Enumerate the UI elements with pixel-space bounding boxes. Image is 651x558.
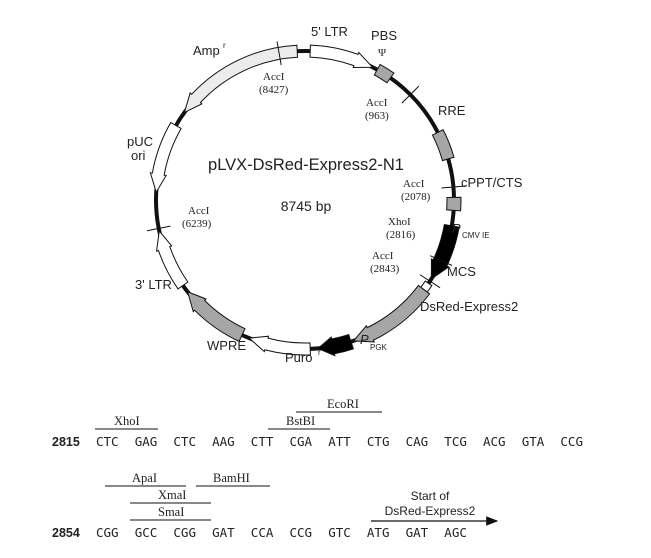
sequence-1-codon: CAG bbox=[406, 434, 429, 449]
sequence-2-codon: GAT bbox=[212, 525, 235, 540]
label-ppgk-sub: PGK bbox=[370, 343, 388, 352]
tick-acci-2843 bbox=[419, 274, 441, 289]
sequence-1-codon: ACG bbox=[483, 434, 506, 449]
tick-acci-8427 bbox=[276, 41, 282, 66]
tick-acci-963 bbox=[401, 85, 420, 104]
label-wpre: WPRE bbox=[207, 338, 246, 353]
sequence-2-codon: GAT bbox=[406, 525, 429, 540]
label-amp-sup: r bbox=[223, 41, 226, 50]
sequence-2-codon: CGG bbox=[96, 525, 119, 540]
sequence-1-codon: CTC bbox=[96, 434, 119, 449]
site-acci-8427-name: AccI bbox=[263, 71, 285, 83]
box-rre bbox=[431, 128, 455, 162]
tick-acci-2078 bbox=[441, 185, 466, 189]
sequence-1-codon: CTC bbox=[173, 434, 196, 449]
label-pcmv-sub: CMV IE bbox=[462, 231, 490, 240]
sequence-1-codon: CTG bbox=[367, 434, 390, 449]
box-pbs-psi bbox=[373, 63, 395, 84]
arrow-5ltr bbox=[309, 44, 374, 69]
arrow-puro bbox=[248, 335, 311, 356]
sequence-2-codon: CCA bbox=[251, 525, 274, 540]
site-ticks bbox=[146, 41, 466, 289]
tick-xhoi-2816 bbox=[429, 255, 453, 266]
sequence-2-codon: ATG bbox=[367, 525, 390, 540]
sequence-2-codon: CCG bbox=[290, 525, 313, 540]
label-puro-sup: r bbox=[318, 348, 321, 357]
site-acci-2078-pos: (2078) bbox=[401, 191, 431, 203]
sequence-line-1: EcoRI XhoI BstBI 2815 CTC GAG CTC AAG CTT CGA… bbox=[52, 397, 583, 449]
label-ppgk: P bbox=[360, 332, 369, 347]
label-puc-1: pUC bbox=[127, 134, 153, 149]
enzyme-bstbi: BstBI bbox=[286, 414, 315, 428]
arrow-puc bbox=[149, 121, 182, 194]
label-cppt: cPPT/CTS bbox=[461, 175, 523, 190]
enzyme-ecori: EcoRI bbox=[327, 397, 359, 411]
arrow-3ltr bbox=[155, 229, 189, 290]
feature-arrows bbox=[149, 44, 462, 357]
enzyme-bamhi: BamHI bbox=[213, 471, 250, 485]
start-label-2: DsRed-Express2 bbox=[385, 504, 476, 518]
label-puro: Puro bbox=[285, 350, 312, 365]
arrow-amp bbox=[183, 44, 299, 114]
site-acci-8427-pos: (8427) bbox=[259, 84, 289, 96]
sequence-2-codon: GTC bbox=[328, 525, 351, 540]
sequence-2-codon: CGG bbox=[173, 525, 196, 540]
sequence-1-codon: ATT bbox=[328, 434, 351, 449]
plasmid-name: pLVX-DsRed-Express2-N1 bbox=[208, 156, 404, 174]
site-acci-2843-pos: (2843) bbox=[370, 263, 400, 275]
sequence-2-codon: AGC bbox=[444, 525, 467, 540]
label-3ltr: 3' LTR bbox=[135, 277, 172, 292]
enzyme-apai: ApaI bbox=[132, 471, 157, 485]
site-acci-2843-name: AccI bbox=[372, 250, 394, 262]
enzyme-xmai: XmaI bbox=[158, 488, 186, 502]
site-acci-963-name: AccI bbox=[366, 97, 388, 109]
arrow-dsred bbox=[352, 284, 431, 343]
sequence-1-codon: GAG bbox=[135, 434, 158, 449]
arrow-wpre bbox=[186, 290, 246, 343]
arrow-ppgk bbox=[317, 333, 354, 357]
label-rre: RRE bbox=[438, 103, 466, 118]
site-xhoi-2816-name: XhoI bbox=[388, 216, 411, 228]
sequence-1-codon: AAG bbox=[212, 434, 235, 449]
sequence-1-codon: GTA bbox=[522, 434, 545, 449]
enzyme-smai: SmaI bbox=[158, 505, 184, 519]
enzyme-xhoi: XhoI bbox=[114, 414, 140, 428]
label-puc-2: ori bbox=[131, 148, 146, 163]
plasmid-size: 8745 bp bbox=[281, 198, 332, 214]
label-pbs: PBS bbox=[371, 28, 397, 43]
sequence-1-codon: CCG bbox=[560, 434, 583, 449]
sequence-line-2: ApaI BamHI XmaI SmaI Start of DsRed-Expr… bbox=[52, 471, 499, 540]
site-xhoi-2816-pos: (2816) bbox=[386, 229, 416, 241]
sequence-1-codon: CTT bbox=[251, 434, 274, 449]
site-acci-6239-name: AccI bbox=[188, 205, 210, 217]
label-psi: Ψ bbox=[378, 47, 387, 59]
label-pcmv: P bbox=[452, 221, 461, 236]
sequence-2-codon: GCC bbox=[135, 525, 158, 540]
box-cppt bbox=[446, 196, 462, 212]
sequence-1-codon: CGA bbox=[290, 434, 313, 449]
site-acci-963-pos: (963) bbox=[365, 110, 389, 122]
tick-acci-6239 bbox=[146, 225, 171, 232]
sequence-1-codon: TCG bbox=[444, 434, 467, 449]
label-amp: Amp bbox=[193, 43, 220, 58]
sequence-number-2: 2854 bbox=[52, 526, 80, 540]
label-dsred: DsRed-Express2 bbox=[420, 299, 518, 314]
site-acci-6239-pos: (6239) bbox=[182, 218, 212, 230]
label-mcs: MCS bbox=[447, 264, 476, 279]
sequence-number-1: 2815 bbox=[52, 435, 80, 449]
start-label-1: Start of bbox=[411, 489, 450, 503]
site-acci-2078-name: AccI bbox=[403, 178, 425, 190]
arrow-pcmv bbox=[430, 223, 460, 280]
label-5ltr: 5' LTR bbox=[311, 24, 348, 39]
